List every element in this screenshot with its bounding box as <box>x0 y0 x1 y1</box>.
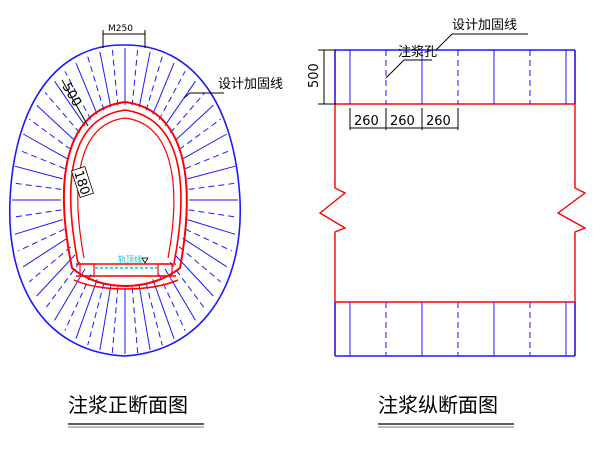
grout-hole-ray <box>12 209 62 218</box>
spacing-label-1: 260 <box>354 114 379 129</box>
grout-hole-ray <box>111 48 119 106</box>
tunnel-lining-inner <box>69 109 182 264</box>
grout-hole-ray <box>36 104 76 142</box>
grout-hole-ray <box>87 282 105 346</box>
grout-hole-ray <box>152 279 175 339</box>
thickness-label-box <box>70 165 94 198</box>
grout-hole-ray <box>99 51 112 108</box>
depth-label-cross: 500 <box>59 81 84 110</box>
top-width-label: M250 <box>108 24 133 34</box>
left-ditch <box>79 263 95 277</box>
long-depth-label: 500 <box>307 63 322 88</box>
rail-triangle <box>141 257 149 264</box>
depth-dim-line <box>61 79 89 127</box>
grout-hole-ray <box>185 149 232 170</box>
cross-section-drawing: 轨顶线 M250 500 180 设计加固线 注浆正断面图 <box>8 24 283 428</box>
grout-hole-ray <box>14 219 63 235</box>
grout-hole-ray <box>188 182 238 190</box>
grout-hole-ray <box>111 287 119 354</box>
grout-hole-ray <box>64 71 92 120</box>
tunnel-lining-outer <box>63 100 188 287</box>
grout-hole-ray <box>75 279 98 339</box>
grout-hole-ray <box>164 268 196 321</box>
grout-hole-ray <box>22 237 68 268</box>
grout-hole-ray <box>152 62 175 115</box>
rail-tag: 轨顶线 <box>118 254 142 264</box>
grout-hole-ray <box>182 237 228 268</box>
grout-hole-ray <box>131 48 139 106</box>
outer-reinforcement-boundary <box>8 44 241 357</box>
grout-hole-ray <box>188 209 238 218</box>
grout-hole-ray <box>178 118 221 150</box>
invert-arc <box>73 279 179 290</box>
grout-hole-ray <box>64 274 92 331</box>
grout-hole-ray <box>174 104 214 142</box>
cross-section-caption: 注浆正断面图 <box>68 393 188 417</box>
grout-hole-ray <box>185 228 232 252</box>
grout-hole-ray <box>99 285 112 351</box>
grout-hole-ray <box>75 62 98 115</box>
grout-hole-ray <box>36 254 76 297</box>
bottom-grout-holes <box>349 302 567 356</box>
grout-hole-ray <box>18 149 65 170</box>
spacing-label-2: 260 <box>390 114 415 129</box>
grout-hole-ray <box>12 182 62 190</box>
right-ditch <box>157 263 173 277</box>
grout-line-leader-2 <box>183 92 191 99</box>
tunnel-lining-innermost <box>77 117 175 259</box>
right-wall-break <box>556 50 587 356</box>
longitudinal-caption: 注浆纵断面图 <box>378 393 498 417</box>
thickness-label: 180 <box>70 169 92 197</box>
grout-hole-ray <box>169 261 206 310</box>
grout-hole-ray <box>29 118 72 150</box>
grout-hole-ray <box>169 92 206 134</box>
long-grout-line-label: 设计加固线 <box>452 18 517 33</box>
grout-hole-ray <box>145 56 163 111</box>
grout-hole-ray <box>138 51 151 108</box>
grout-hole-ray <box>182 133 228 160</box>
grout-hole-ray <box>164 80 196 126</box>
grout-hole-ray <box>87 56 105 111</box>
grout-hole-ray <box>54 268 86 321</box>
grout-hole-ray <box>54 80 86 126</box>
grout-hole-ray <box>145 282 163 346</box>
grout-line-label-cross: 设计加固线 <box>218 77 283 92</box>
grout-hole-ray <box>178 246 222 283</box>
grout-hole-ray <box>138 285 151 351</box>
grout-hole-ray <box>22 133 68 160</box>
grout-hole-ray <box>44 92 81 134</box>
grout-hole-ray <box>14 165 63 180</box>
top-grout-holes <box>349 50 567 104</box>
left-wall-break <box>318 50 347 356</box>
longitudinal-section-drawing: 500 260 260 260 注浆孔 设计加固线 注浆纵断面图 <box>307 18 587 428</box>
spacing-label-3: 260 <box>426 114 451 129</box>
grout-hole-ray <box>28 246 72 283</box>
grout-hole-ray <box>187 219 236 235</box>
grout-hole-ray <box>187 165 236 180</box>
grout-hole-ray <box>158 71 186 120</box>
long-grout-line-leader <box>435 33 453 51</box>
grout-hole-rays <box>12 48 238 354</box>
grout-hole-label: 注浆孔 <box>398 45 437 60</box>
grout-hole-ray <box>158 274 186 331</box>
grout-hole-ray <box>18 228 65 252</box>
grout-hole-ray <box>131 287 139 354</box>
grout-hole-leader <box>385 59 405 79</box>
